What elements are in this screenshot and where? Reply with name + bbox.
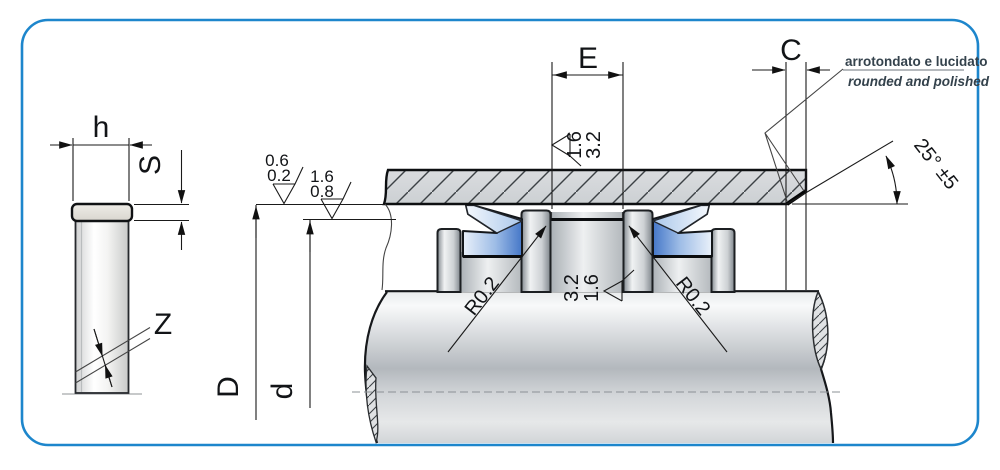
label-h: h <box>93 111 110 144</box>
z-arrow-lower <box>104 364 113 388</box>
angle-dimension: 25° ±5 <box>786 135 962 205</box>
finish-bore-bottom: 0.2 <box>267 166 291 185</box>
ring-cut-line-lower <box>75 338 151 384</box>
radius-leader-left <box>447 225 547 353</box>
right-section-lens-hatch <box>811 290 829 371</box>
note-leader <box>764 68 844 202</box>
edge-note: arrotondato e lucidato rounded and polis… <box>764 54 990 202</box>
ring-body <box>74 217 130 394</box>
cylinder-bore-bar <box>381 168 808 291</box>
finish-mark-bore: 0.6 0.2 <box>265 151 304 205</box>
land-outer-left <box>436 228 462 293</box>
finish-rod-symbol <box>320 181 352 220</box>
ring-cross-section-cap <box>70 202 134 223</box>
finish-mark-rod: 1.6 0.8 <box>310 167 352 220</box>
finish-rod-top: 1.6 <box>310 167 334 186</box>
right-seal-lip <box>652 204 710 234</box>
note-italian: arrotondato e lucidato <box>845 54 988 69</box>
ring-cut-line-upper <box>75 327 151 373</box>
left-groove-face <box>460 252 522 292</box>
angle-arc <box>885 155 901 205</box>
angle-slope-line <box>786 140 894 205</box>
right-groove-face <box>652 252 712 292</box>
finish-groove-side-b: 3.2 <box>583 131 605 159</box>
left-section-lens-hatch <box>365 364 379 445</box>
label-c: C <box>780 34 802 67</box>
label-bore-diameter: D <box>212 376 245 398</box>
finish-groove-side-symbol <box>550 133 582 167</box>
finish-groove-bottom-symbol <box>602 269 635 302</box>
note-english: rounded and polished <box>848 74 990 89</box>
label-groove-diameter: d <box>266 383 299 400</box>
finish-mark-groove-bottom: 3.2 1.6 <box>561 269 635 302</box>
finish-mark-groove-side: 1.6 3.2 <box>550 131 605 167</box>
label-angle: 25° ±5 <box>909 135 962 194</box>
label-s: S <box>134 155 167 175</box>
finish-bore-top: 0.6 <box>265 151 289 170</box>
finish-groove-bottom-a: 3.2 <box>561 274 583 302</box>
left-seal <box>462 204 523 258</box>
land-outer-right <box>710 228 736 293</box>
page-border <box>20 18 980 447</box>
left-seal-lip <box>465 204 523 234</box>
label-z: Z <box>154 308 172 341</box>
finish-rod-bottom: 0.8 <box>310 182 334 201</box>
finish-groove-side-a: 1.6 <box>564 131 586 159</box>
z-arrow-upper <box>93 328 103 357</box>
assembly-section <box>352 168 840 445</box>
finish-groove-bottom-b: 1.6 <box>581 274 603 302</box>
right-seal <box>652 204 713 258</box>
label-e: E <box>578 42 598 75</box>
seal-ring-side-view: Z h S <box>50 111 189 395</box>
finish-bore-symbol <box>272 166 304 205</box>
radius-leader-right <box>628 225 728 353</box>
section-break-line <box>381 203 393 291</box>
center-groove-face <box>551 212 623 292</box>
piston-shaft <box>364 292 833 443</box>
